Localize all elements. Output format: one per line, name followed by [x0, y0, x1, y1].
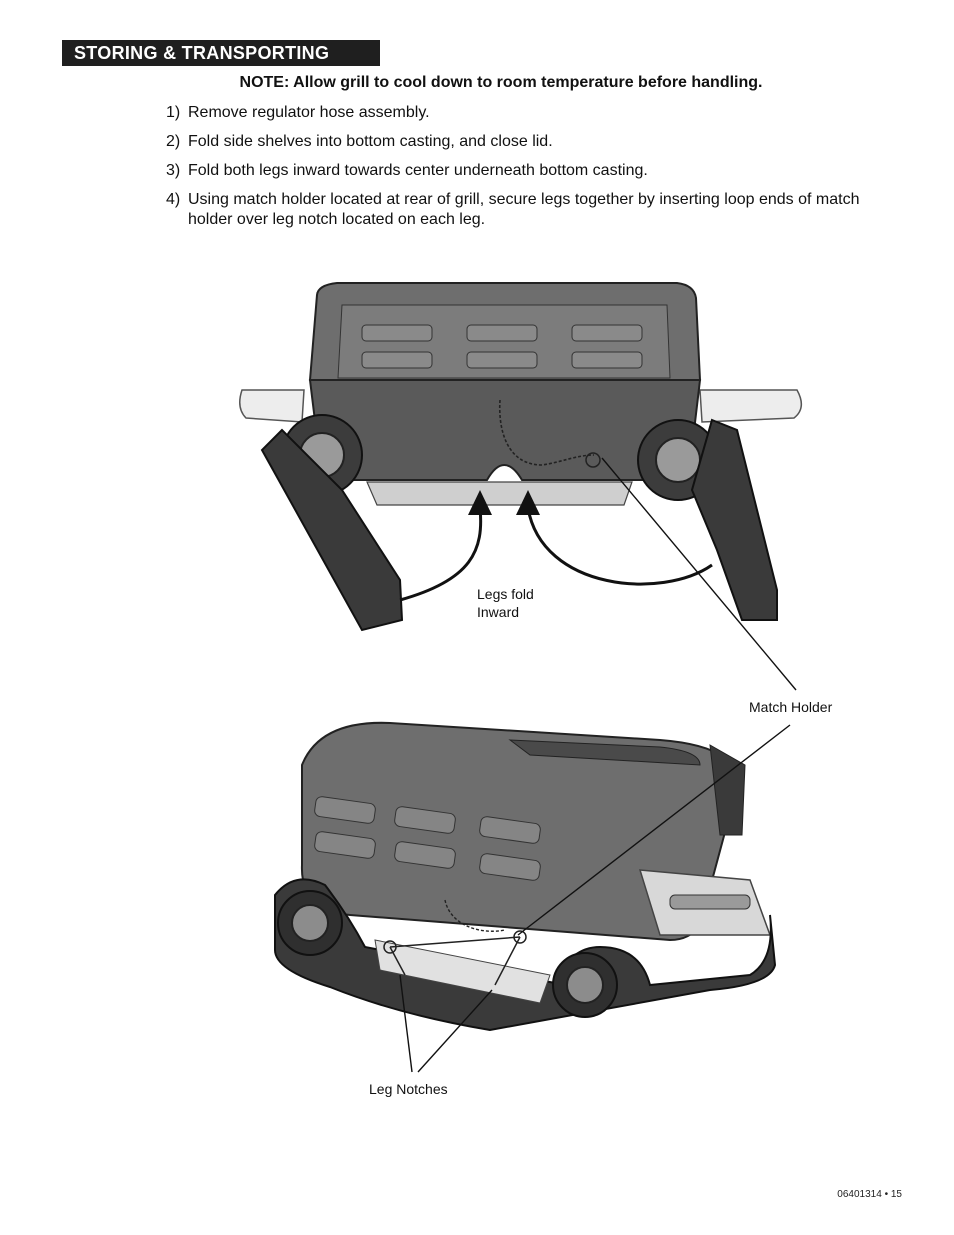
step-1: 1) Remove regulator hose assembly. [166, 103, 886, 123]
step-number: 2) [166, 133, 181, 150]
step-text: Fold both legs inward towards center und… [188, 162, 648, 179]
grill-folded-illustration [274, 721, 777, 1032]
legs-fold-label-line2: Inward [477, 604, 520, 620]
step-3: 3) Fold both legs inward towards center … [166, 161, 886, 181]
step-number: 4) [166, 191, 181, 208]
match-holder-label: Match Holder [749, 699, 833, 715]
page-number: 15 [890, 1189, 902, 1200]
step-list: 1) Remove regulator hose assembly. 2) Fo… [166, 103, 886, 239]
safety-note: NOTE: Allow grill to cool down to room t… [239, 74, 763, 91]
page-footer: 06401314 • 15 [837, 1189, 902, 1200]
step-text: Using match holder located at rear of gr… [188, 191, 860, 228]
step-number: 1) [166, 104, 181, 121]
step-4: 4) Using match holder located at rear of… [166, 190, 886, 230]
leg-notches-label: Leg Notches [369, 1081, 448, 1097]
step-text: Fold side shelves into bottom casting, a… [188, 133, 553, 150]
legs-fold-label: Legs fold Inward [477, 585, 567, 621]
step-number: 3) [166, 162, 181, 179]
section-title: STORING & TRANSPORTING [62, 40, 380, 66]
step-2: 2) Fold side shelves into bottom casting… [166, 132, 886, 152]
grill-rear-illustration [239, 282, 803, 632]
legs-fold-label-line1: Legs fold [477, 586, 534, 602]
footer-separator: • [884, 1189, 889, 1200]
step-text: Remove regulator hose assembly. [188, 104, 430, 121]
doc-number: 06401314 [837, 1189, 882, 1200]
